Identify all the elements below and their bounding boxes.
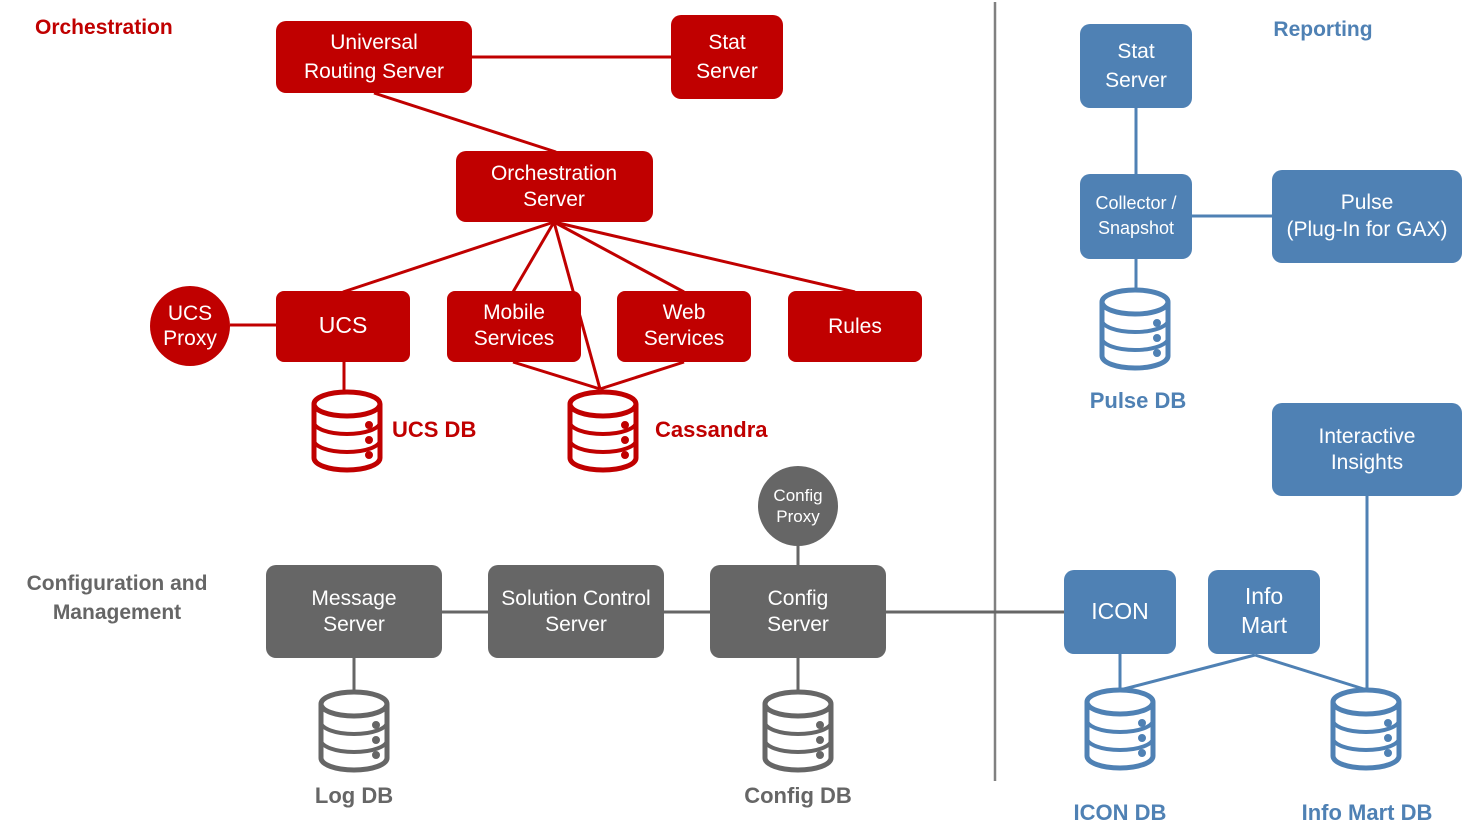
node-rules[interactable]: Rules: [788, 291, 922, 362]
db-label: Cassandra: [655, 417, 768, 442]
db-label: Pulse DB: [1090, 388, 1187, 413]
node-label: Interactive: [1319, 425, 1416, 448]
node-label: Snapshot: [1098, 218, 1174, 238]
node-label: Orchestration: [491, 162, 617, 185]
node-label: Stat: [1117, 40, 1155, 63]
node-universal-routing-server[interactable]: Universal Routing Server: [276, 21, 472, 93]
node-label: Server: [523, 188, 585, 211]
node-label: Collector /: [1095, 193, 1176, 213]
section-title-config-line2: Management: [53, 601, 181, 624]
node-label: Config: [773, 486, 822, 505]
node-info-mart[interactable]: Info Mart: [1208, 570, 1320, 654]
node-solution-control-server[interactable]: Solution Control Server: [488, 565, 664, 658]
db-ucs[interactable]: UCS DB: [314, 392, 476, 470]
node-label: Web: [663, 301, 706, 324]
node-orchestration-server[interactable]: Orchestration Server: [456, 151, 653, 222]
node-label: Server: [323, 613, 385, 636]
node-interactive-insights[interactable]: Interactive Insights: [1272, 403, 1462, 496]
config-connectors: [352, 545, 1065, 692]
node-mobile-services[interactable]: Mobile Services: [447, 291, 581, 362]
node-label: Routing Server: [304, 60, 444, 83]
node-label: (Plug-In for GAX): [1286, 218, 1447, 241]
node-icon[interactable]: ICON: [1064, 570, 1176, 654]
node-label: Info: [1245, 583, 1283, 609]
db-label: UCS DB: [392, 417, 476, 442]
node-label: Server: [545, 613, 607, 636]
node-stat-server-reporting[interactable]: Stat Server: [1080, 24, 1192, 108]
db-label: Config DB: [744, 783, 852, 808]
db-cassandra[interactable]: Cassandra: [570, 392, 768, 470]
link-orch-mobile: [511, 221, 556, 293]
section-title-orchestration: Orchestration: [35, 16, 173, 39]
node-label: Universal: [330, 31, 418, 54]
link-infomart-infomartdb: [1254, 653, 1368, 692]
node-label: Proxy: [163, 327, 217, 350]
node-label: Config: [768, 587, 829, 610]
link-infomart-icondb: [1119, 653, 1256, 692]
node-message-server[interactable]: Message Server: [266, 565, 442, 658]
section-title-reporting: Reporting: [1273, 18, 1372, 41]
node-label: Server: [696, 60, 758, 83]
node-collector-snapshot[interactable]: Collector / Snapshot: [1080, 174, 1192, 259]
node-ucs[interactable]: UCS: [276, 291, 410, 362]
node-label: Mart: [1241, 612, 1288, 638]
node-label: Rules: [828, 315, 882, 338]
db-label: ICON DB: [1074, 800, 1167, 825]
node-stat-server-orchestration[interactable]: Stat Server: [671, 15, 783, 99]
node-config-server[interactable]: Config Server: [710, 565, 886, 658]
link-orch-web: [553, 220, 685, 294]
link-orch-rules: [553, 220, 856, 294]
link-web-cassandra: [599, 360, 685, 391]
node-pulse[interactable]: Pulse (Plug-In for GAX): [1272, 170, 1462, 263]
database-icon: [321, 692, 387, 770]
node-ucs-proxy[interactable]: UCS Proxy: [150, 286, 230, 366]
node-label: Pulse: [1341, 191, 1394, 214]
node-config-proxy[interactable]: Config Proxy: [758, 466, 838, 546]
db-icon[interactable]: ICON DB: [1074, 690, 1167, 825]
database-icon: [1102, 290, 1168, 368]
node-label: Mobile: [483, 301, 545, 324]
node-label: Message: [311, 587, 396, 610]
node-label: Server: [767, 613, 829, 636]
node-web-services[interactable]: Web Services: [617, 291, 751, 362]
link-urs-orch: [373, 91, 557, 154]
db-info-mart[interactable]: Info Mart DB: [1302, 690, 1433, 825]
db-label: Info Mart DB: [1302, 800, 1433, 825]
link-orch-ucs: [342, 220, 555, 294]
db-log[interactable]: Log DB: [315, 692, 393, 808]
database-icon: [570, 392, 636, 470]
db-pulse[interactable]: Pulse DB: [1090, 290, 1187, 413]
node-label: Services: [644, 327, 725, 350]
link-mobile-cassandra: [512, 360, 601, 391]
database-icon: [1087, 690, 1153, 768]
database-icon: [1333, 690, 1399, 768]
section-title-config-line1: Configuration and: [27, 572, 208, 595]
node-label: Proxy: [776, 507, 820, 526]
db-label: Log DB: [315, 783, 393, 808]
node-label: UCS: [319, 312, 368, 338]
node-label: UCS: [168, 302, 212, 325]
node-label: Server: [1105, 69, 1167, 92]
node-label: ICON: [1091, 598, 1149, 624]
node-label: Services: [474, 327, 555, 350]
node-label: Insights: [1331, 451, 1403, 474]
node-label: Solution Control: [501, 587, 650, 610]
node-label: Stat: [708, 31, 746, 54]
reporting-connectors: [1118, 108, 1369, 692]
database-icon: [765, 692, 831, 770]
db-config[interactable]: Config DB: [744, 692, 852, 808]
database-icon: [314, 392, 380, 470]
